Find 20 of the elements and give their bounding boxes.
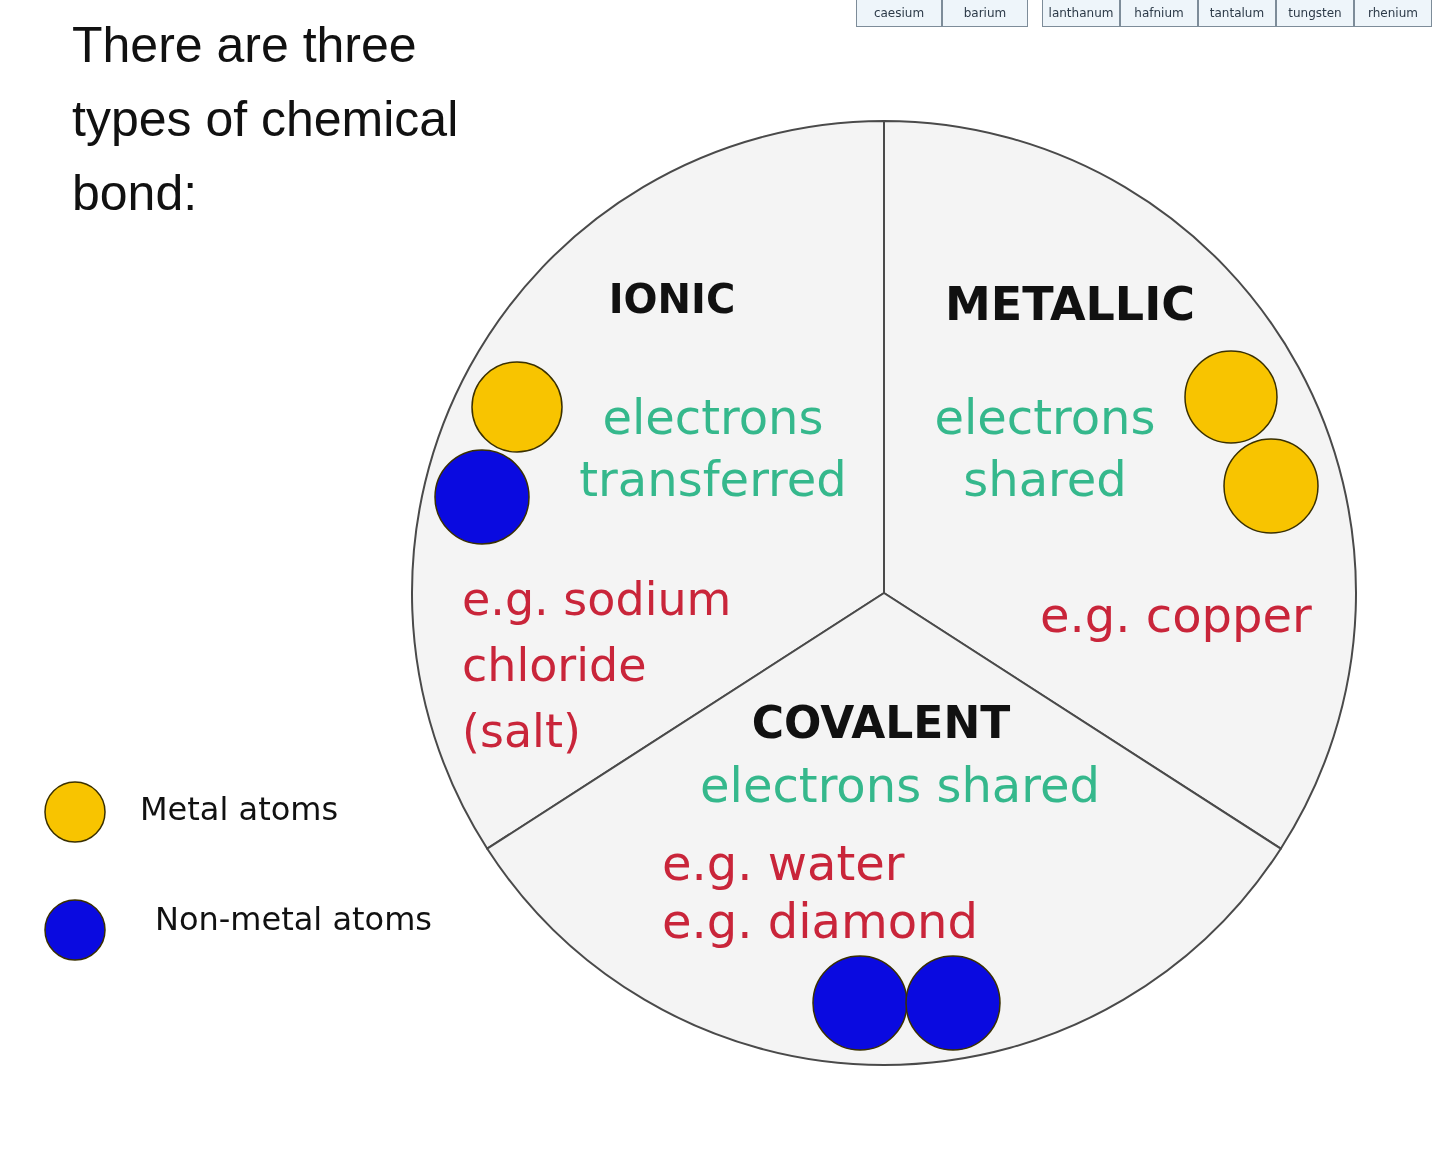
title-text: There are three types of chemical bond:: [72, 16, 460, 223]
legend-label: Metal atoms: [140, 790, 339, 828]
bond-description: electrons shared: [933, 388, 1157, 509]
periodic-table-cell: caesium: [856, 0, 942, 27]
bond-description: electrons transferred: [578, 388, 848, 509]
sector-heading: METALLIC: [943, 278, 1197, 331]
sector-heading: IONIC: [607, 276, 737, 322]
periodic-table-cell: hafnium: [1120, 0, 1198, 27]
bond-description: electrons shared: [699, 758, 1101, 814]
periodic-table-cell: tantalum: [1198, 0, 1276, 27]
periodic-table-cell: rhenium: [1354, 0, 1432, 27]
example-text: e.g. water: [662, 836, 906, 892]
example-text: e.g. diamond: [662, 894, 979, 950]
periodic-table-cell: lanthanum: [1042, 0, 1120, 27]
periodic-table-cell: tungsten: [1276, 0, 1354, 27]
legend-label: Non-metal atoms: [155, 900, 432, 938]
periodic-table-cell: barium: [942, 0, 1028, 27]
sector-heading: COVALENT: [750, 698, 1012, 749]
example-text: e.g. copper: [1040, 588, 1313, 644]
example-text: e.g. sodium chloride (salt): [462, 571, 733, 760]
